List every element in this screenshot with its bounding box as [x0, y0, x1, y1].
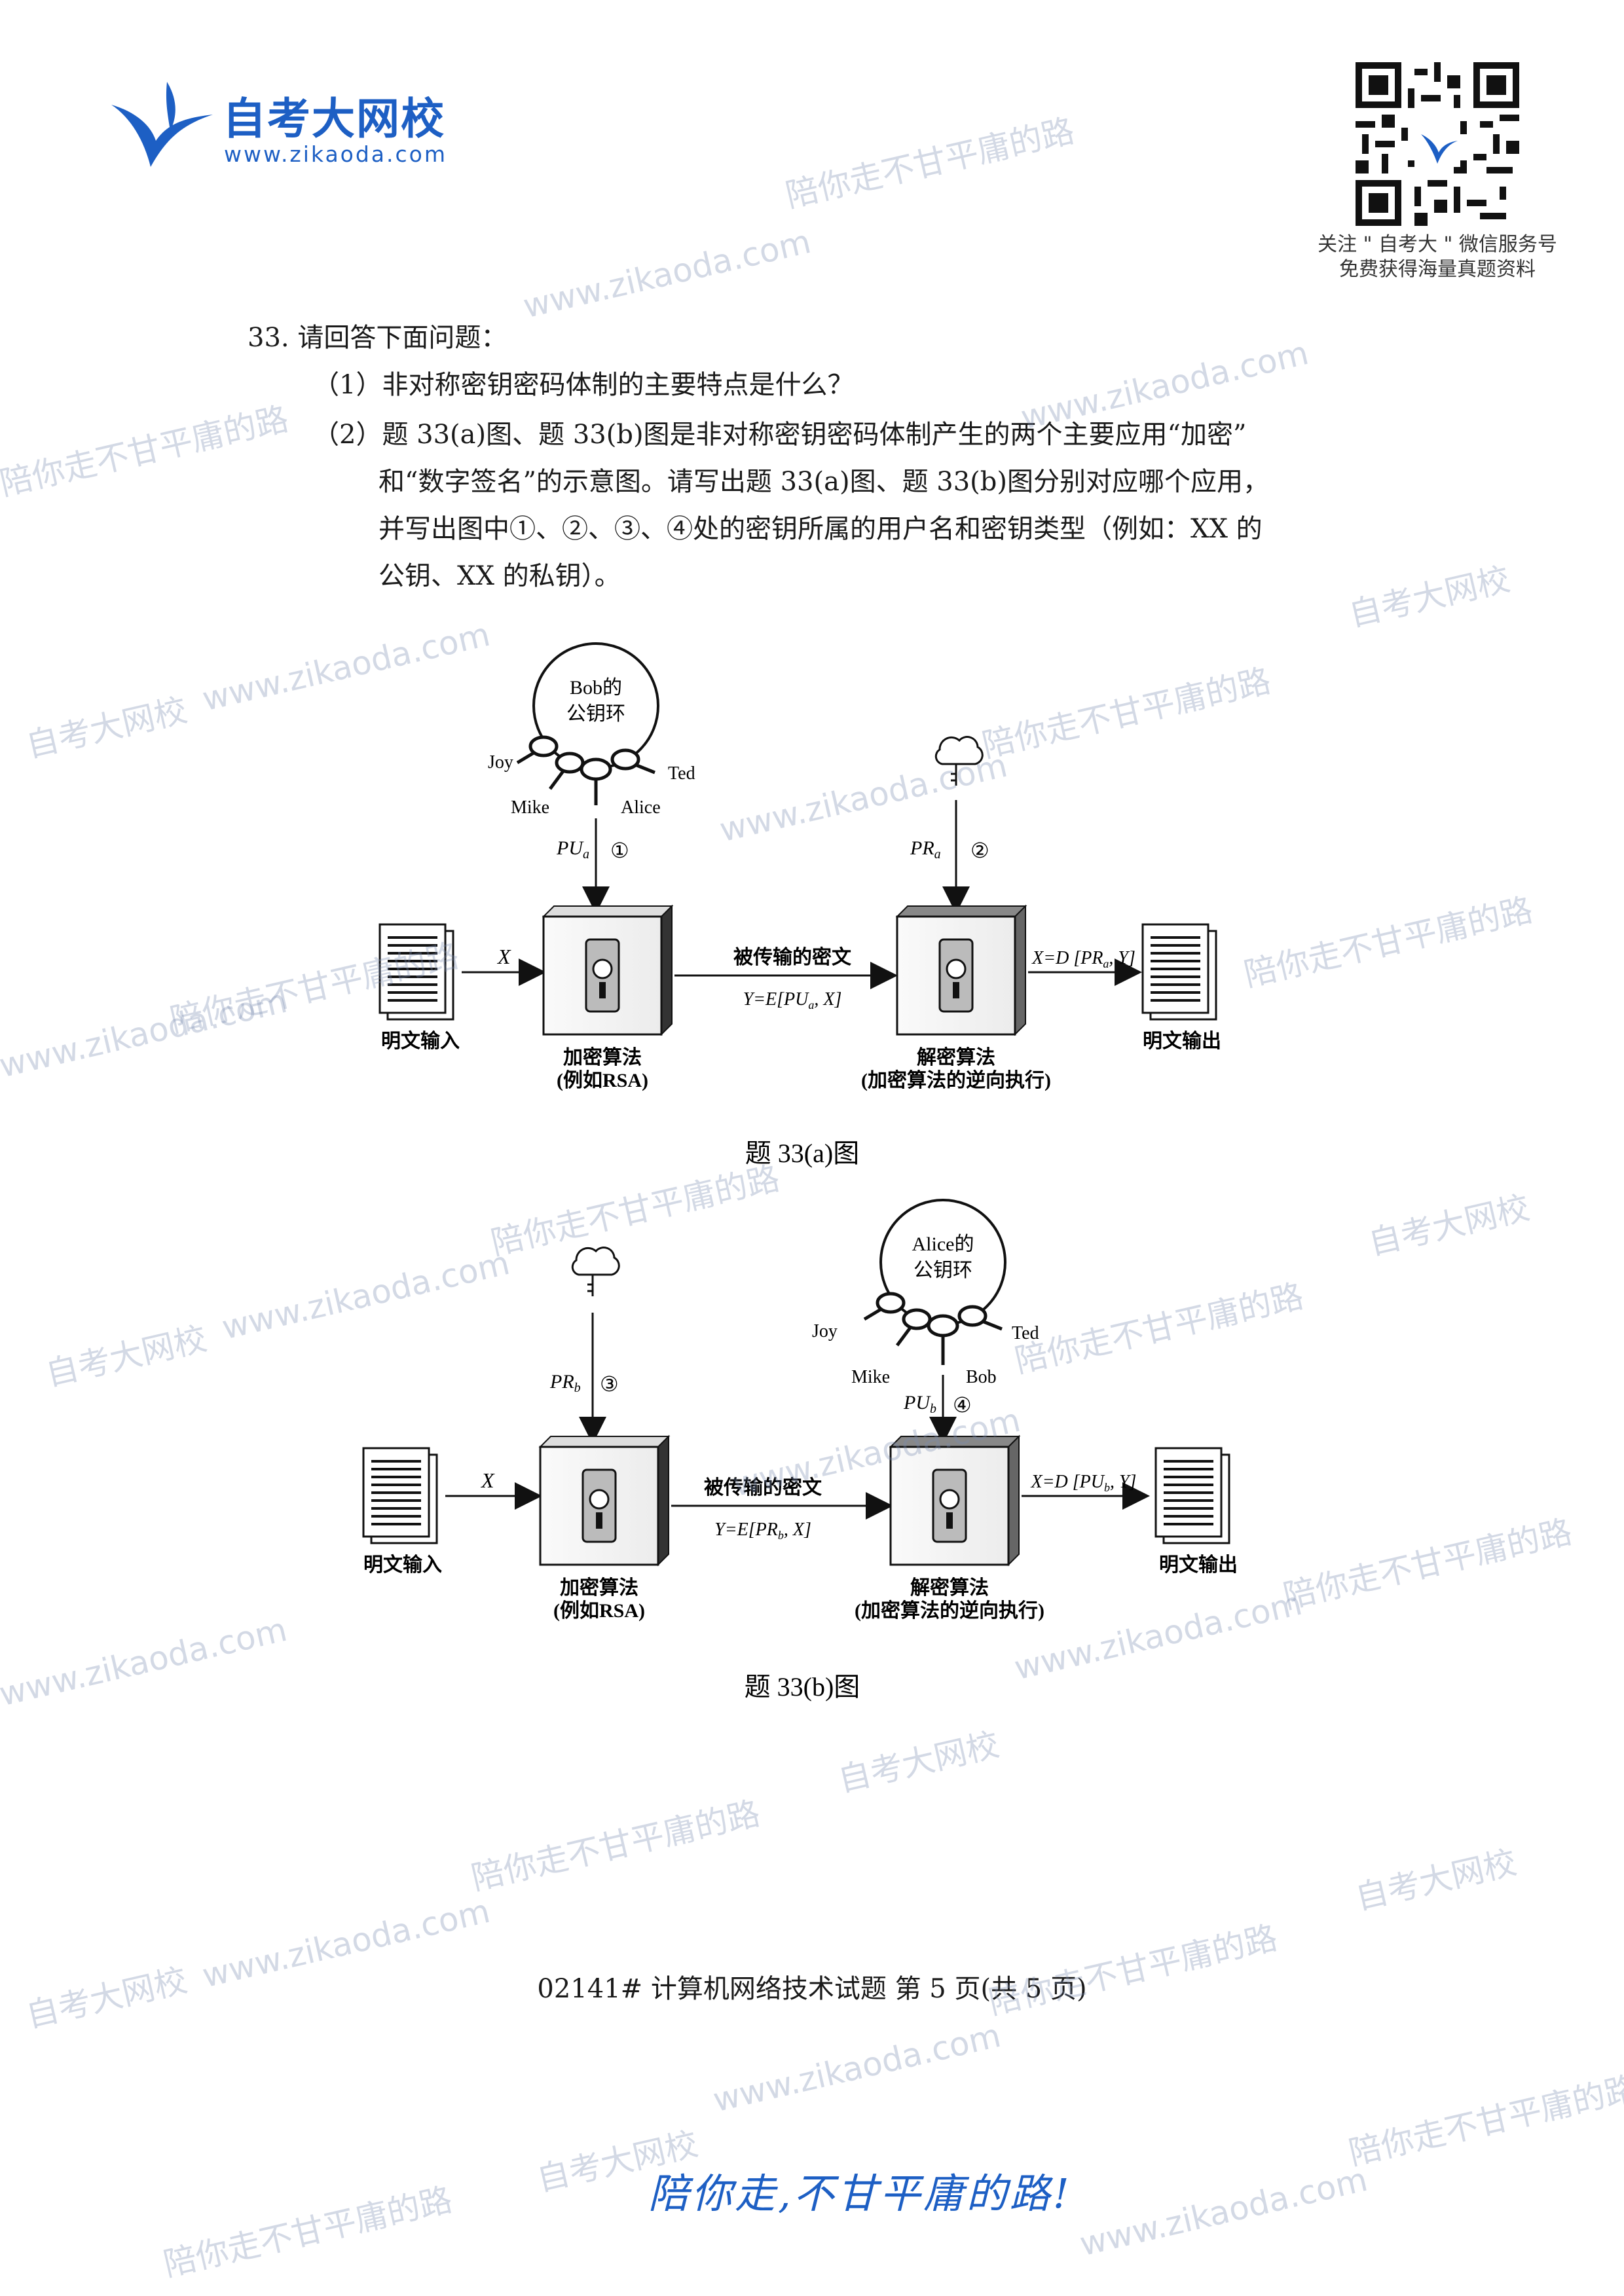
key2-label: PRa — [910, 837, 941, 862]
cloud-key-icon — [934, 736, 984, 786]
encrypt-algorithm-box — [542, 904, 674, 1036]
question-part1: （1）非对称密钥密码体制的主要特点是什么？ — [313, 370, 854, 400]
brand-url: www.zikaoda.com — [224, 141, 448, 167]
key-label-ted: Ted — [1012, 1323, 1039, 1343]
lock-icon — [932, 1468, 967, 1543]
encrypt-label-line2: (例如RSA) — [557, 1070, 648, 1091]
question-part2-line4: 公钥、XX 的私钥）。 — [378, 561, 621, 591]
brand-name: 自考大网校 — [223, 94, 445, 144]
ring-title-line1: Alice的 — [912, 1233, 974, 1255]
watermark-brand: 自考大网校 — [1352, 1843, 1521, 1918]
ring-title-line1: Bob的 — [570, 677, 622, 699]
encrypt-label-line2: (例如RSA) — [553, 1600, 645, 1622]
key4-label: PUb — [903, 1392, 936, 1416]
question-stem: 33. 请回答下面问题： — [248, 323, 507, 353]
key3-label: PRb — [549, 1371, 581, 1395]
input-x: X — [480, 1468, 495, 1492]
question-part2-line3: 并写出图中①、②、③、④处的密钥所属的用户名和密钥类型（例如：XX 的 — [378, 514, 1263, 544]
cloud-key-icon — [571, 1247, 620, 1296]
key-label-joy: Joy — [812, 1321, 838, 1341]
decrypt-algorithm-box — [895, 904, 1027, 1036]
output-label: 明文输出 — [1159, 1554, 1238, 1576]
watermark-slogan: 陪你走不甘平庸的路 — [1345, 2069, 1624, 2173]
watermark-url: www.zikaoda.com — [519, 222, 815, 326]
watermark-url: www.zikaoda.com — [1076, 2160, 1371, 2264]
lock-icon — [585, 938, 620, 1013]
figure-a-caption: 题 33(a)图 — [745, 1139, 859, 1168]
transmit-label: 被传输的密文 — [733, 946, 851, 968]
encrypt-algorithm-box — [538, 1434, 671, 1567]
key-icons — [863, 1292, 1003, 1365]
key-icons — [516, 735, 655, 805]
encrypt-label-line1: 加密算法 — [560, 1576, 638, 1599]
marker-2: ② — [970, 838, 989, 863]
question-part2-line2: 和“数字签名”的示意图。请写出题 33(a)图、题 33(b)图分别对应哪个应用… — [378, 467, 1269, 497]
ring-title-line2: 公钥环 — [566, 703, 625, 725]
plaintext-input-document-icon — [362, 1447, 438, 1544]
qr-caption: 关注 " 自考大 " 微信服务号 免费获得海量真题资料 — [1277, 232, 1598, 282]
public-keyring-alice: Alice的 公钥环 Joy Mike Bob Ted — [812, 1199, 1039, 1387]
key-label-mike: Mike — [851, 1367, 890, 1387]
slogan: 陪你走,不甘平庸的路! — [648, 2170, 1072, 2217]
input-x: X — [496, 945, 511, 968]
plaintext-input-document-icon — [378, 923, 454, 1021]
watermark-slogan: 陪你走不甘平庸的路 — [0, 399, 292, 503]
figure-33b: PRb ③ Alice的 公钥环 Joy Mike Bob Ted PUb ④ … — [362, 1199, 1238, 1702]
key-label-bob: Bob — [966, 1367, 997, 1387]
plaintext-output-document-icon — [1141, 923, 1217, 1021]
marker-3: ③ — [600, 1372, 619, 1396]
key1-label: PUa — [556, 837, 589, 862]
qr-caption-line2: 免费获得海量真题资料 — [1339, 258, 1536, 281]
decrypt-label-line1: 解密算法 — [917, 1046, 995, 1068]
encrypt-label-line1: 加密算法 — [563, 1046, 642, 1068]
watermark-slogan: 陪你走不甘平庸的路 — [782, 111, 1078, 215]
watermark-url: www.zikaoda.com — [709, 2016, 1005, 2120]
decrypt-label-line1: 解密算法 — [910, 1576, 989, 1599]
qr-caption-line1: 关注 " 自考大 " 微信服务号 — [1318, 233, 1557, 256]
public-keyring-bob: Bob的 公钥环 Joy Mike Alice Ted — [488, 642, 695, 818]
figure-b-caption: 题 33(b)图 — [745, 1672, 860, 1702]
marker-4: ④ — [953, 1393, 972, 1417]
watermark-brand: 自考大网校 — [834, 1725, 1003, 1800]
lock-icon — [581, 1468, 617, 1543]
page-footer: 02141# 计算机网络技术试题 第 5 页(共 5 页) — [537, 1974, 1087, 2004]
key-label-joy: Joy — [488, 752, 513, 773]
input-label: 明文输入 — [381, 1030, 460, 1052]
watermark-slogan: 陪你走不甘平庸的路 — [160, 2180, 456, 2284]
qr-code-icon — [1356, 62, 1519, 226]
question-part2-line1: （2）题 33(a)图、题 33(b)图是非对称密钥密码体制产生的两个主要应用“… — [313, 420, 1247, 450]
decrypt-formula: X=D [PUb, Y] — [1031, 1472, 1137, 1494]
decrypt-label-line2: (加密算法的逆向执行) — [861, 1069, 1051, 1091]
lock-icon — [938, 938, 974, 1013]
plaintext-output-document-icon — [1154, 1447, 1230, 1544]
figure-33a: Bob的 公钥环 Joy Mike Alice Ted PUa ① PRa ② — [378, 642, 1221, 1168]
decrypt-label-line2: (加密算法的逆向执行) — [855, 1599, 1044, 1622]
key-label-alice: Alice — [621, 797, 661, 818]
bird-logo-icon — [111, 82, 213, 167]
decrypt-formula: X=D [PRa, Y] — [1031, 948, 1135, 970]
transmit-label: 被传输的密文 — [704, 1476, 822, 1499]
cipher-formula: Y=E[PUa, X] — [743, 989, 842, 1011]
cipher-formula: Y=E[PRb, X] — [714, 1520, 811, 1542]
key-label-ted: Ted — [668, 763, 695, 784]
key-label-mike: Mike — [511, 797, 549, 818]
decrypt-algorithm-box — [889, 1434, 1021, 1567]
ring-title-line2: 公钥环 — [913, 1260, 972, 1281]
brand-logo: 自考大网校 www.zikaoda.com — [105, 72, 498, 177]
watermark-slogan: 陪你走不甘平庸的路 — [468, 1794, 764, 1898]
input-label: 明文输入 — [363, 1554, 442, 1576]
output-label: 明文输出 — [1143, 1030, 1221, 1052]
marker-1: ① — [610, 838, 629, 863]
watermark-brand: 自考大网校 — [1345, 560, 1514, 634]
